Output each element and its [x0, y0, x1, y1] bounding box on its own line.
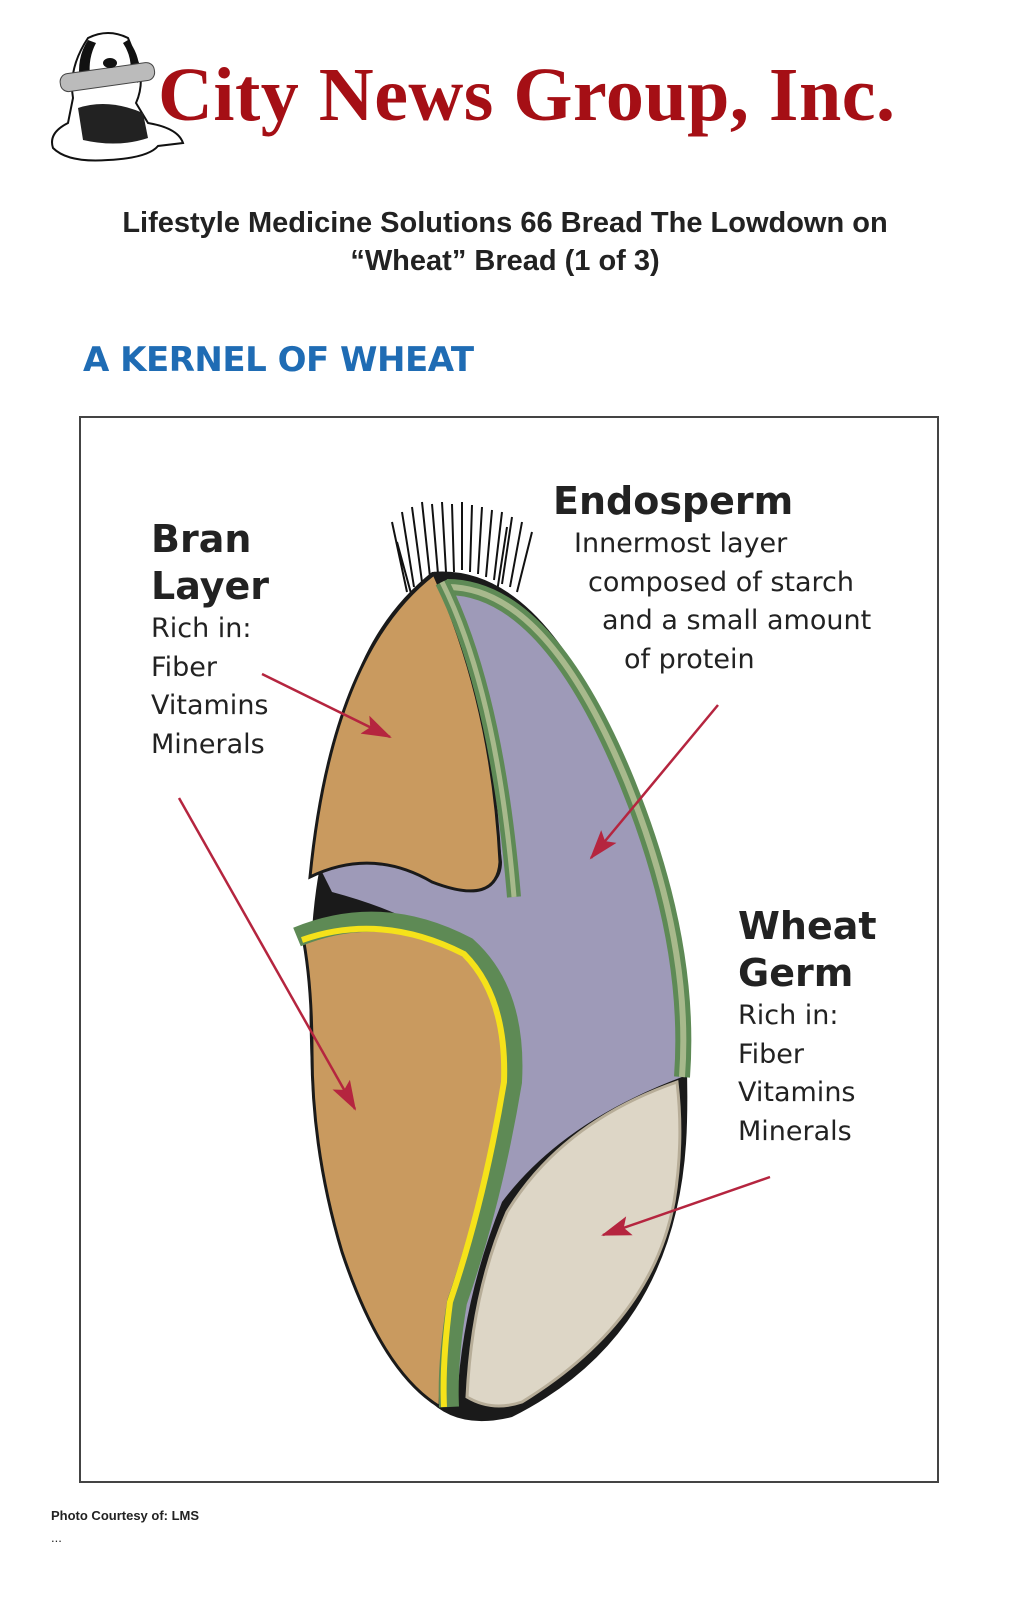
- germ-label: Wheat Germ Rich in: Fiber Vitamins Miner…: [738, 903, 877, 1151]
- bran-title: Bran: [151, 517, 252, 561]
- dog-logo-icon: [51, 32, 185, 162]
- kernel-hairs: [391, 501, 533, 598]
- bran-line: Vitamins: [151, 690, 269, 721]
- figure-heading: A KERNEL OF WHEAT: [83, 340, 474, 380]
- germ-region: [465, 1079, 682, 1408]
- endosperm-line: composed of starch: [588, 566, 854, 598]
- germ-arrow: [601, 1175, 771, 1237]
- bran-line: Minerals: [151, 728, 265, 760]
- wheat-kernel-figure: Bran Layer Rich in: Fiber Vitamins Miner…: [79, 416, 939, 1483]
- photo-caption: Photo Courtesy of: LMS: [51, 1508, 200, 1523]
- bran-lower-arrow: [177, 797, 357, 1111]
- bran-line: Rich in:: [151, 613, 252, 644]
- bran-label: Bran Layer Rich in: Fiber Vitamins Miner…: [151, 516, 269, 764]
- germ-line: Rich in:: [738, 1000, 839, 1031]
- germ-title-2: Germ: [738, 951, 854, 995]
- article-title: Lifestyle Medicine Solutions 66 Bread Th…: [122, 207, 888, 277]
- kernel-diagram: [177, 501, 771, 1422]
- more-ellipsis: ...: [51, 1530, 62, 1545]
- bran-arrow: [261, 672, 392, 739]
- endosperm-title: Endosperm: [553, 479, 794, 523]
- endosperm-line: and a small amount: [602, 605, 872, 636]
- endosperm-label: Endosperm Innermost layer composed of st…: [553, 478, 871, 679]
- germ-title: Wheat: [738, 904, 877, 948]
- germ-line: Fiber: [738, 1038, 804, 1070]
- brand-name: City News Group, Inc.: [158, 53, 896, 137]
- germ-line: Minerals: [738, 1115, 852, 1147]
- endosperm-arrow: [589, 704, 719, 860]
- endosperm-line: Innermost layer: [574, 528, 788, 559]
- bran-title-2: Layer: [151, 564, 269, 608]
- germ-line: Vitamins: [738, 1077, 856, 1108]
- endosperm-line: of protein: [624, 643, 755, 675]
- bran-line: Fiber: [151, 651, 217, 683]
